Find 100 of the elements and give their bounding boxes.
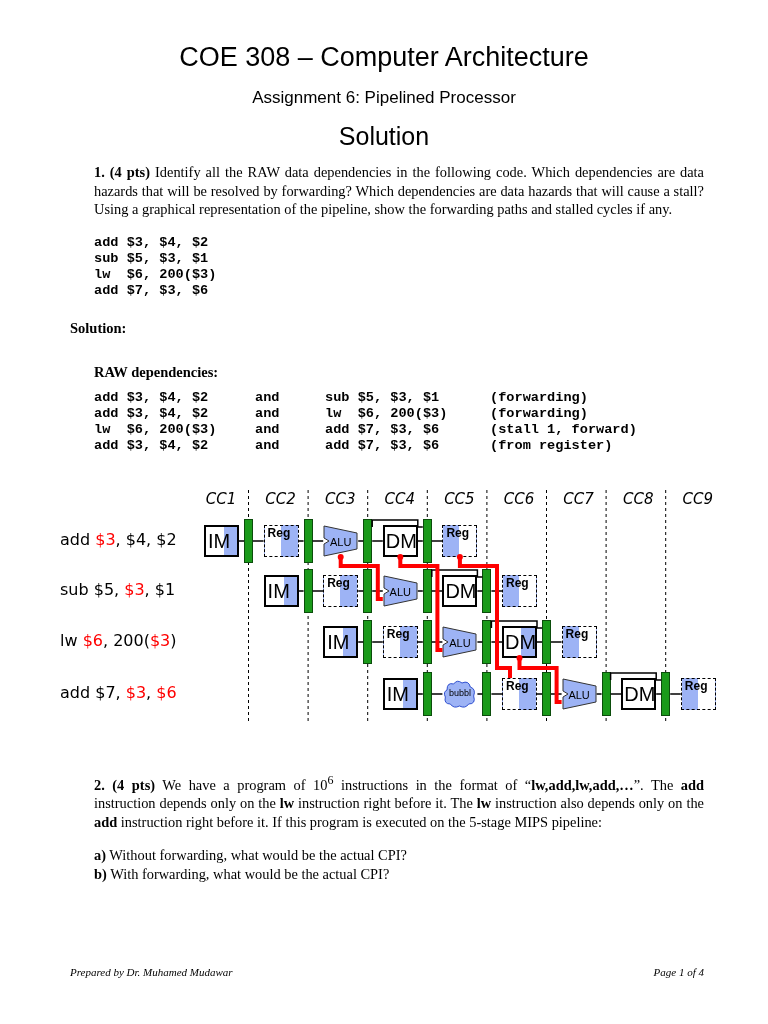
heading: Solution	[337, 122, 431, 151]
pipeline-register-bar	[363, 519, 373, 563]
table-cell: add $7, $3, $6	[325, 438, 440, 454]
connector-line	[669, 693, 682, 695]
connector-line	[431, 569, 484, 578]
connector-line	[371, 519, 424, 528]
alu-block: ALU	[382, 575, 418, 607]
table-cell: sub $5, $3, $1	[325, 390, 440, 406]
subtitle: Assignment 6: Pipelined Processor	[251, 88, 517, 108]
connector-line	[357, 590, 364, 592]
connector-line	[297, 540, 305, 542]
pipeline-register-bar	[303, 569, 313, 613]
pipeline-register-bar	[482, 672, 492, 716]
data-memory-box: DM	[442, 575, 478, 607]
register-file-box: Reg	[502, 678, 537, 710]
connector-line	[490, 620, 543, 629]
register-file-box: Reg	[680, 678, 716, 710]
table-cell: add $7, $3, $6	[325, 422, 440, 438]
clock-cycle-label: CC6	[502, 490, 536, 508]
data-memory-box: DM	[382, 525, 418, 557]
connector-line	[431, 693, 444, 695]
table-cell: and	[255, 438, 280, 454]
connector-line	[536, 693, 543, 695]
connector-line	[417, 641, 424, 643]
register-file-box: Reg	[502, 575, 537, 607]
pipeline-register-bar	[422, 519, 432, 563]
connector-line	[371, 590, 384, 592]
connector-line	[550, 693, 563, 695]
bubble-cloud: bubbl	[442, 678, 478, 710]
register-file-box: Reg	[561, 626, 597, 658]
forwarding-path	[337, 554, 383, 601]
clock-cycle-label: CC2	[264, 490, 297, 508]
connector-line	[252, 540, 265, 542]
connector-line	[490, 590, 503, 592]
page-title: COE 308 – Computer Architecture	[178, 42, 590, 73]
connector-line	[536, 641, 543, 643]
pipeline-register-bar	[601, 672, 611, 716]
connector-line	[238, 540, 245, 542]
question-text: a) Without forwarding, what would be the actual CPI?	[94, 846, 408, 865]
connector-line	[311, 540, 324, 542]
register-file-box: Reg	[442, 525, 478, 557]
pipeline-register-bar	[482, 620, 492, 664]
instruction-label: add $7, $3, $6	[60, 682, 177, 704]
clock-cycle-label: CC4	[383, 490, 417, 508]
instruction-memory-box: IM	[263, 575, 299, 607]
table-cell: and	[255, 390, 280, 406]
connector-line	[476, 641, 484, 643]
pipeline-register-bar	[363, 569, 373, 613]
clock-cycle-label: CC5	[443, 490, 476, 508]
data-memory-box: DM	[502, 626, 537, 658]
connector-line	[417, 693, 424, 695]
table-cell: and	[255, 406, 280, 422]
register-file-box: Reg	[382, 626, 418, 658]
clock-cycle-label: CC3	[323, 490, 357, 508]
instruction-memory-box: IM	[204, 525, 239, 557]
instruction-memory-box: IM	[382, 678, 418, 710]
clock-cycle-label: CC9	[681, 490, 715, 508]
connector-line	[357, 641, 364, 643]
instruction-label: lw $6, 200($3)	[60, 630, 177, 652]
code-line: sub $5, $3, $1	[94, 251, 209, 267]
connector-line	[609, 693, 622, 695]
table-cell: add $3, $4, $2	[94, 390, 209, 406]
register-file-box: Reg	[263, 525, 299, 557]
data-memory-box: DM	[621, 678, 657, 710]
alu-block: ALU	[323, 525, 359, 557]
connector-line	[311, 590, 324, 592]
pipeline-register-bar	[482, 569, 492, 613]
forwarding-path	[516, 655, 562, 704]
clock-cycle-label: CC7	[562, 490, 595, 508]
connector-line	[417, 590, 424, 592]
pipeline-register-bar	[661, 672, 671, 716]
alu-block: ALU	[442, 626, 478, 658]
pipeline-register-bar	[244, 519, 253, 563]
code-line: lw $6, 200($3)	[94, 267, 217, 283]
question-text: b) With forwarding, what would be the actual CPI?	[94, 865, 391, 884]
pipeline-register-bar	[422, 620, 432, 664]
connector-line	[417, 540, 424, 542]
code-line: add $3, $4, $2	[94, 235, 209, 251]
forwarding-path	[397, 554, 443, 652]
connector-line	[490, 641, 503, 643]
section-heading: RAW dependencies:	[94, 364, 219, 381]
instruction-label: sub $5, $3, $1	[60, 579, 176, 601]
table-cell: (from register)	[490, 438, 613, 454]
connector-line	[609, 672, 662, 681]
pipeline-register-bar	[422, 569, 432, 613]
section-heading: Solution:	[70, 320, 127, 337]
instruction-memory-box: IM	[323, 626, 359, 658]
pipeline-register-bar	[422, 672, 432, 716]
instruction-label: add $3, $4, $2	[60, 529, 177, 551]
page-number: Page 1 of 4	[652, 966, 704, 978]
connector-line	[595, 693, 603, 695]
connector-line	[490, 693, 503, 695]
table-cell: and	[255, 422, 280, 438]
pipeline-register-bar	[542, 672, 551, 716]
connector-line	[371, 641, 384, 643]
connector-line	[431, 641, 444, 643]
connector-line	[371, 540, 384, 542]
question-text: 1. (4 pts) Identify all the RAW data dependencies in the following code. Which dependencies are data hazards that will be resolved by forwarding? Which dependencies are data hazards that will cause a stall? Using a graphical representation of the pipeline, show the forwarding paths and stalled cycles if any.	[94, 163, 704, 219]
table-cell: (forwarding)	[490, 406, 588, 422]
connector-line	[476, 590, 484, 592]
